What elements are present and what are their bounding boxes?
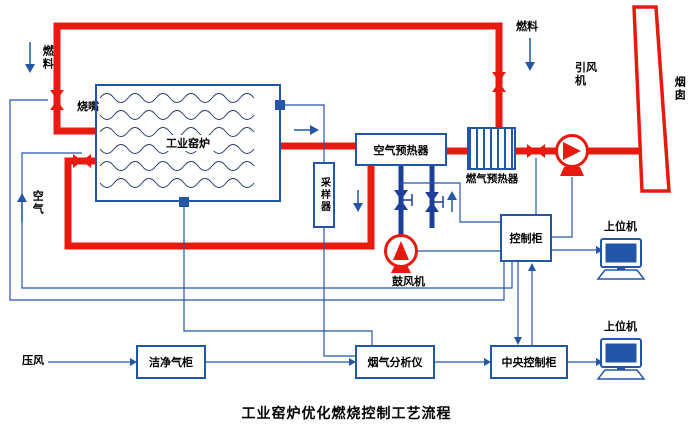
fuel-left-label: 燃料 [41, 45, 54, 71]
furnace-box: 工业窑炉 [95, 84, 281, 202]
signal-fan-to-control [552, 177, 573, 238]
air-supply-valve-icon [73, 154, 91, 168]
host-computer-bottom-icon [596, 338, 646, 380]
induced-fan-icon [555, 134, 589, 176]
pipe-fuel-supply [53, 22, 503, 135]
chimney-label: 烟囱 [673, 76, 686, 102]
host-bottom-label: 上位机 [604, 321, 637, 333]
host-computer-top-icon [596, 238, 646, 280]
signal-furnace-to-analyzer [183, 202, 373, 345]
gas-preheater-label: 燃气预热器 [465, 173, 519, 185]
branch-duct-valve-icon [425, 192, 444, 212]
control-cabinet-box: 控制柜 [500, 214, 552, 262]
clean-gas-cabinet-label: 洁净气柜 [149, 357, 193, 369]
fuel-left-valve-icon [50, 90, 64, 110]
sampler-box: 采样器 [313, 162, 335, 228]
signal-air-valve-to-control [21, 152, 513, 289]
central-control-cabinet-label: 中央控制柜 [501, 357, 557, 369]
gas-preheater-box [467, 127, 516, 170]
clean-gas-cabinet-box: 洁净气柜 [136, 345, 206, 379]
blower-duct-valve-icon [394, 190, 413, 210]
chimney-icon [632, 5, 671, 193]
fuel-right-valve-icon [492, 72, 506, 92]
air-preheater-label: 空气预热器 [373, 144, 429, 157]
fuel-right-label: 燃料 [516, 21, 538, 33]
flow-arrows [17, 38, 535, 222]
blower-label: 鼓风机 [392, 276, 425, 288]
burner-label: 烧嘴 [77, 101, 99, 113]
signal-sampler-to-analyzer [323, 228, 355, 357]
sample-tap-to-sampler [285, 104, 325, 162]
air-preheater-box: 空气预热器 [355, 133, 447, 166]
signal-arrowheads [130, 246, 603, 366]
flue-valve-icon [527, 144, 545, 158]
compressed-air-label: 压风 [22, 355, 44, 367]
flue-gas-analyzer-box: 烟气分析仪 [355, 345, 435, 379]
signal-fuel-valve-to-control [9, 99, 505, 301]
flue-gas-analyzer-label: 烟气分析仪 [367, 357, 423, 369]
induced-fan-label: 引风机 [575, 62, 597, 88]
sampler-label: 采样器 [318, 177, 330, 213]
host-top-label: 上位机 [604, 221, 637, 233]
diagram-title: 工业窑炉优化燃烧控制工艺流程 [241, 405, 452, 421]
signal-duct-valve-to-control [401, 182, 500, 223]
central-control-cabinet-box: 中央控制柜 [490, 345, 568, 379]
signal-lines [9, 99, 596, 363]
control-cabinet-label: 控制柜 [509, 233, 543, 245]
blower-icon [384, 234, 418, 273]
air-label: 空气 [31, 190, 44, 216]
furnace-label: 工业窑炉 [162, 135, 214, 151]
